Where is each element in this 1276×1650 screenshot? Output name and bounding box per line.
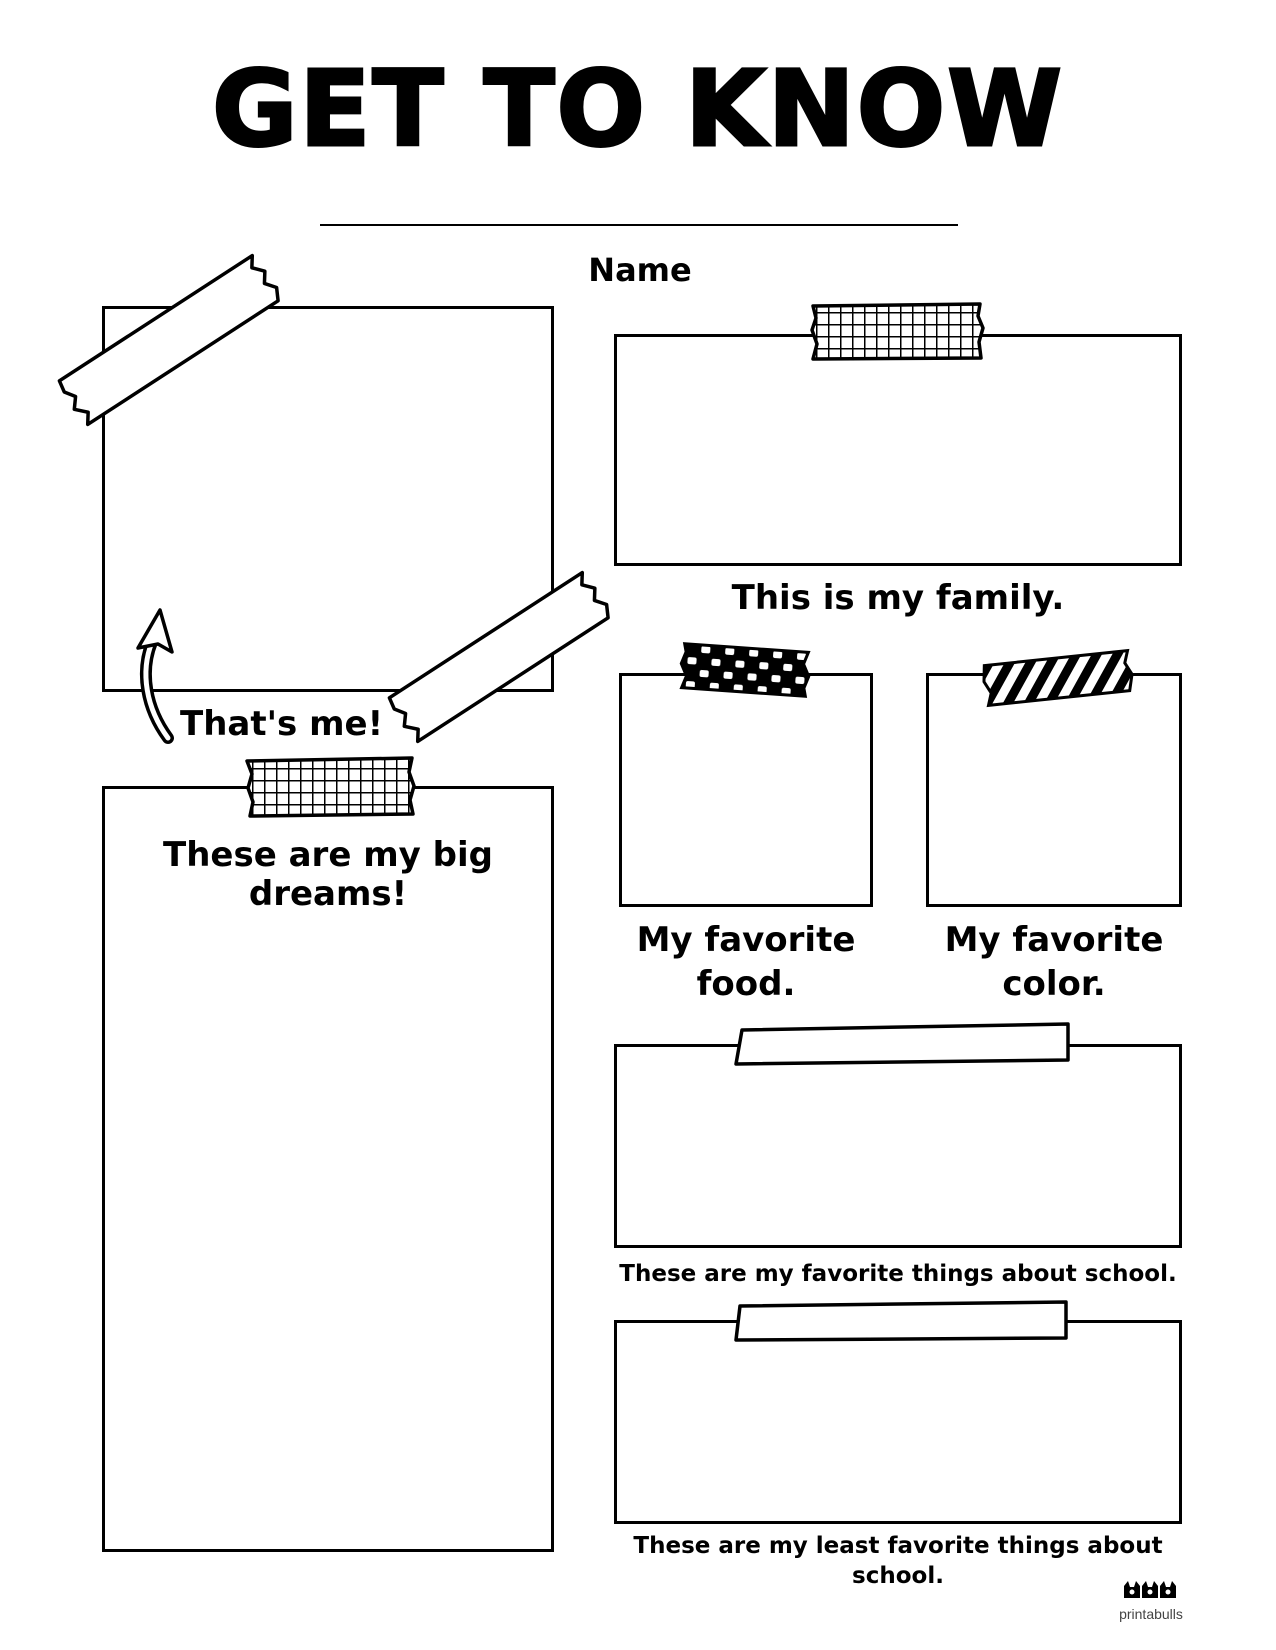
thats-me-caption: That's me!: [180, 704, 384, 744]
dreams-caption-line2: dreams!: [248, 874, 408, 915]
family-caption: This is my family.: [731, 578, 1065, 618]
tape-icon: [57, 253, 280, 427]
tape-icon: [679, 642, 811, 698]
school-least-caption: These are my least favorite things about…: [633, 1533, 1163, 1589]
tape-icon: [810, 302, 985, 361]
school-favorite-caption: These are my favorite things about schoo…: [619, 1261, 1177, 1287]
arrow-icon: [136, 608, 174, 744]
tape-icon: [245, 756, 416, 818]
bulldog-logo-icon: [1124, 1581, 1176, 1598]
color-caption-line1: My favorite: [944, 920, 1164, 960]
printabulls-logo: printabulls: [1106, 1578, 1196, 1622]
favorite-color-box[interactable]: [926, 673, 1182, 907]
school-least-box[interactable]: [614, 1320, 1182, 1524]
dreams-box[interactable]: [102, 786, 554, 1552]
me-photo-box[interactable]: [102, 306, 554, 692]
food-caption-line1: My favorite: [636, 920, 856, 960]
page-title: GET TO KNOW: [211, 48, 1064, 170]
name-label: Name: [588, 251, 692, 289]
school-favorite-box[interactable]: [614, 1044, 1182, 1248]
dreams-caption-line1: These are my big: [163, 835, 493, 875]
color-caption: My favorite color.: [908, 918, 1200, 1006]
dreams-caption: These are my big dreams!: [102, 835, 554, 915]
food-caption-line2: food.: [696, 964, 796, 1005]
color-caption-line2: color.: [1002, 964, 1106, 1005]
name-line[interactable]: [320, 224, 958, 226]
tape-icon: [734, 1022, 1070, 1066]
tape-icon: [982, 648, 1134, 708]
logo-text: printabulls: [1119, 1606, 1183, 1622]
food-caption: My favorite food.: [600, 918, 892, 1006]
tape-icon: [734, 1300, 1068, 1342]
tape-icon: [387, 570, 610, 744]
